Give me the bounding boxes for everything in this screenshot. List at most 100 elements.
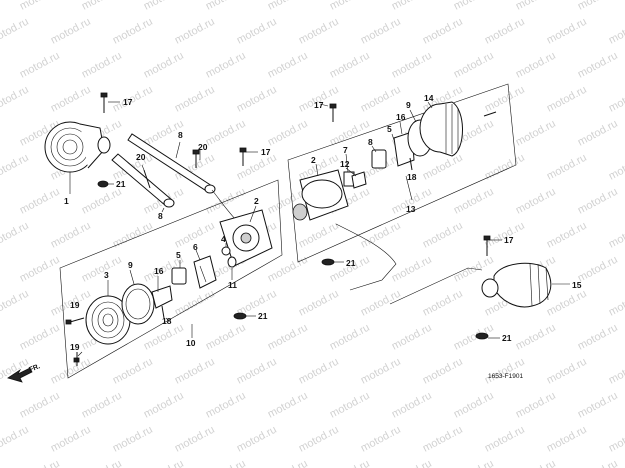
watermark-text: motod.ru (607, 220, 625, 251)
screw-19-top-right (483, 111, 497, 117)
watermark-text: motod.ru (297, 424, 341, 455)
watermark-text: motod.ru (576, 50, 620, 81)
watermark-text: motod.ru (514, 0, 558, 13)
label-16: 16 (396, 112, 406, 122)
watermark-text: motod.ru (266, 458, 310, 468)
watermark-text: motod.ru (359, 288, 403, 319)
socket-base-2-right (292, 169, 349, 221)
contact-12 (351, 171, 367, 189)
watermark-text: motod.ru (173, 356, 217, 387)
label-12: 12 (340, 159, 350, 169)
contact-plate-6 (193, 255, 217, 289)
watermark-text: motod.ru (514, 118, 558, 149)
watermark-text: motod.ru (452, 322, 496, 353)
watermark-text: motod.ru (359, 84, 403, 115)
watermark-text: motod.ru (0, 220, 31, 251)
nut-21-top-left (97, 180, 109, 188)
assembly-10-outline (59, 179, 283, 379)
watermark-text: motod.ru (390, 458, 434, 468)
watermark-text: motod.ru (142, 322, 186, 353)
watermark-text: motod.ru (297, 16, 341, 47)
watermark-text: motod.ru (359, 424, 403, 455)
label-4: 4 (221, 234, 226, 244)
watermark-text: motod.ru (576, 254, 620, 285)
label-2: 2 (311, 155, 316, 165)
watermark-text: motod.ru (328, 50, 372, 81)
watermark-text: motod.ru (204, 118, 248, 149)
watermark-text: motod.ru (49, 356, 93, 387)
label-6: 6 (193, 242, 198, 252)
label-18: 18 (162, 316, 172, 326)
watermark-text: motod.ru (607, 288, 625, 319)
label-8: 8 (158, 211, 163, 221)
watermark-text: motod.ru (607, 84, 625, 115)
watermark-text: motod.ru (49, 16, 93, 47)
watermark-text: motod.ru (576, 458, 620, 468)
watermark-text: motod.ru (80, 390, 124, 421)
watermark-text: motod.ru (18, 0, 62, 13)
label-21: 21 (116, 179, 126, 189)
watermark-text: motod.ru (607, 16, 625, 47)
watermark-text: motod.ru (390, 390, 434, 421)
watermark-text: motod.ru (452, 50, 496, 81)
label-13: 13 (406, 204, 416, 214)
label-7: 7 (343, 145, 348, 155)
watermark-text: motod.ru (235, 152, 279, 183)
lens-3 (85, 295, 131, 345)
watermark-text: motod.ru (18, 390, 62, 421)
label-17: 17 (123, 97, 133, 107)
diagram-code: 1653-F1901 (488, 373, 523, 380)
watermark-text: motod.ru (266, 118, 310, 149)
label-5: 5 (176, 250, 181, 260)
watermark-text: motod.ru (514, 186, 558, 217)
watermark-text: motod.ru (173, 16, 217, 47)
watermark-text: motod.ru (297, 288, 341, 319)
watermark-text: motod.ru (514, 458, 558, 468)
watermark-text: motod.ru (18, 458, 62, 468)
watermark-text: motod.ru (142, 0, 186, 13)
label-15: 15 (572, 280, 582, 290)
screw-17-top-right (329, 103, 337, 122)
nut-21-right-mid (321, 258, 335, 266)
watermark-text: motod.ru (545, 288, 589, 319)
watermark-text: motod.ru (328, 0, 372, 13)
watermark-text: motod.ru (49, 424, 93, 455)
watermark-text: motod.ru (576, 118, 620, 149)
watermark-text: motod.ru (483, 84, 527, 115)
watermark-text: motod.ru (173, 84, 217, 115)
watermark-text: motod.ru (359, 16, 403, 47)
label-8: 8 (368, 137, 373, 147)
screw-18-left (161, 305, 165, 319)
watermark-text: motod.ru (173, 424, 217, 455)
watermark-text: motod.ru (111, 84, 155, 115)
watermark-text: motod.ru (111, 16, 155, 47)
screw-19-a (65, 317, 85, 325)
watermark-text: motod.ru (328, 322, 372, 353)
watermark-text: motod.ru (421, 424, 465, 455)
watermark-text: motod.ru (483, 424, 527, 455)
watermark-text: motod.ru (607, 424, 625, 455)
label-18: 18 (407, 172, 417, 182)
watermark-text: motod.ru (111, 424, 155, 455)
watermark-text: motod.ru (18, 322, 62, 353)
watermark-text: motod.ru (359, 356, 403, 387)
watermark-text: motod.ru (359, 220, 403, 251)
watermark-text: motod.ru (0, 152, 31, 183)
watermark-text: motod.ru (576, 390, 620, 421)
watermark-text: motod.ru (545, 356, 589, 387)
watermark-text: motod.ru (297, 356, 341, 387)
watermark-text: motod.ru (266, 254, 310, 285)
label-21: 21 (502, 333, 512, 343)
gasket-9-left (121, 283, 155, 325)
nut-21-bottom-right (475, 332, 489, 340)
watermark-text: motod.ru (80, 458, 124, 468)
front-marker: FR. (28, 363, 41, 374)
watermark-text: motod.ru (80, 254, 124, 285)
watermark-text: motod.ru (266, 322, 310, 353)
watermark-text: motod.ru (421, 16, 465, 47)
watermark-text: motod.ru (576, 186, 620, 217)
watermark-text: motod.ru (49, 220, 93, 251)
watermark-text: motod.ru (483, 16, 527, 47)
